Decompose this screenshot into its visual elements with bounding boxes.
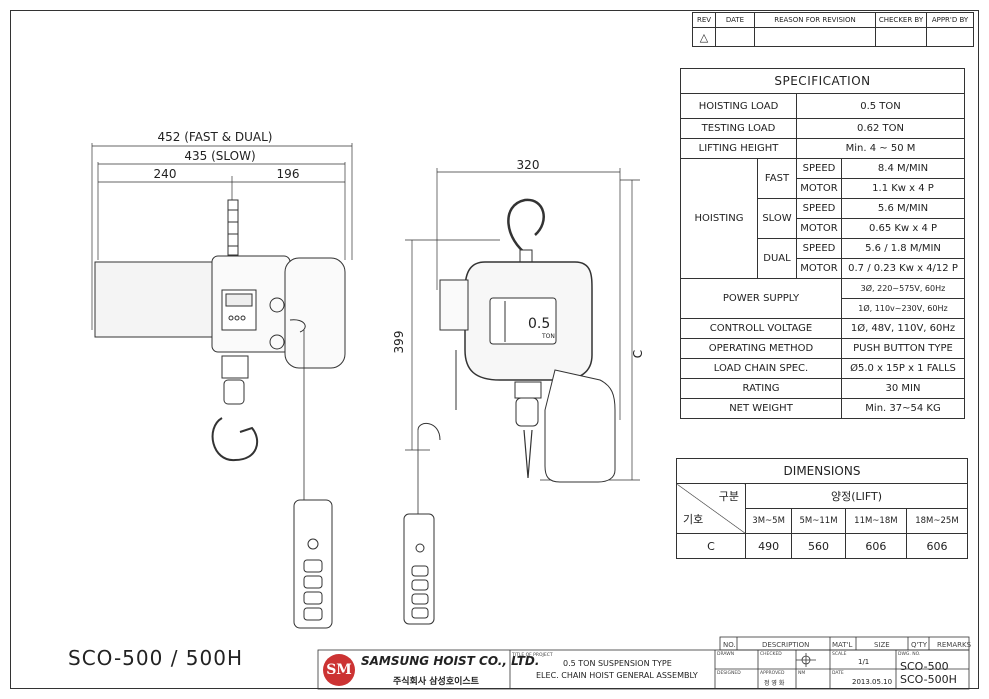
logo-mark: SM bbox=[323, 654, 355, 686]
scale-value: 1/1 bbox=[858, 658, 870, 666]
dwg-number-1: SCO-500 bbox=[900, 660, 949, 673]
date-value: 2013.05.10 bbox=[852, 678, 893, 686]
header-bottom-label: 기호 bbox=[683, 513, 704, 526]
dwg-label: DWG. NO. bbox=[898, 652, 921, 657]
dimension-value: 606 bbox=[905, 533, 969, 559]
scale-label: SCALE bbox=[832, 652, 847, 657]
approver-name: 정 영 화 bbox=[764, 680, 785, 687]
bom-description-header: DESCRIPTION bbox=[762, 641, 810, 649]
hoisting-label: HOISTING bbox=[680, 158, 758, 279]
dimension-value: 560 bbox=[791, 533, 846, 559]
model-name: SCO-500 / 500H bbox=[68, 646, 244, 670]
drawn-label: DRAWN bbox=[717, 652, 735, 657]
dim-right: 196 bbox=[277, 167, 300, 181]
operating-method-value: PUSH BUTTON TYPE bbox=[841, 338, 965, 359]
net-weight-label: NET WEIGHT bbox=[680, 398, 842, 419]
dim-height: 399 bbox=[392, 331, 406, 354]
power-supply-3phase: 3Ø, 220~575V, 60Hz bbox=[841, 278, 965, 299]
spec-title: SPECIFICATION bbox=[680, 68, 965, 94]
net-weight-value: Min. 37~54 KG bbox=[841, 398, 965, 419]
designed-label: DESIGNED bbox=[717, 671, 741, 676]
rev-triangle-icon: △ bbox=[692, 27, 716, 47]
dimensions-table: DIMENSIONS 구분 기호 양정(LIFT) 3M~5M 5M~11M 1… bbox=[676, 458, 969, 559]
approved-label: APPROVED bbox=[760, 671, 785, 676]
plate-unit: TON bbox=[541, 333, 555, 340]
project-label: TITLE OF PROJECT bbox=[512, 653, 553, 658]
header-top-label: 구분 bbox=[718, 490, 739, 503]
column-header: 5M~11M bbox=[791, 508, 846, 534]
drawing-sheet bbox=[10, 10, 979, 689]
dim-width: 320 bbox=[517, 158, 540, 172]
column-header: 3M~5M bbox=[744, 508, 793, 534]
header-corner: 구분 기호 bbox=[676, 483, 746, 534]
dimensions-title: DIMENSIONS bbox=[676, 458, 968, 484]
company-name-kr: 주식회사 삼성호이스트 bbox=[393, 677, 479, 687]
revision-block: REV DATE REASON FOR REVISION CHECKER BY … bbox=[692, 12, 974, 47]
side-hoist-body bbox=[403, 198, 616, 625]
dimension-value: 606 bbox=[844, 533, 907, 559]
lift-label: 양정(LIFT) bbox=[745, 483, 968, 509]
row-label: C bbox=[676, 533, 746, 559]
company-name-en: SAMSUNG HOIST CO., LTD. bbox=[361, 654, 540, 668]
plate-load: 0.5 bbox=[528, 316, 550, 332]
dim-slow: 435 (SLOW) bbox=[184, 149, 255, 163]
date-label: DATE bbox=[832, 671, 844, 676]
front-hoist-body bbox=[94, 199, 346, 629]
fast-label: FAST bbox=[757, 158, 797, 199]
dwg-number-2: SCO-500H bbox=[900, 673, 957, 686]
bom-qty-header: Q'TY bbox=[911, 641, 927, 649]
project-line2: ELEC. CHAIN HOIST GENERAL ASSEMBLY bbox=[536, 671, 698, 680]
column-header: 18M~25M bbox=[905, 508, 969, 534]
power-supply-label: POWER SUPPLY bbox=[680, 278, 842, 319]
bom-no-header: NO. bbox=[723, 641, 736, 649]
dim-c: C bbox=[631, 350, 645, 358]
bom-material-header: MAT'L bbox=[832, 641, 853, 649]
dimension-value: 490 bbox=[744, 533, 793, 559]
dim-overall: 452 (FAST & DUAL) bbox=[158, 130, 273, 144]
checked-label: CHECKED bbox=[760, 652, 782, 657]
project-line1: 0.5 TON SUSPENSION TYPE bbox=[563, 659, 672, 668]
company-logo: SM SAMSUNG HOIST CO., LTD. 주식회사 삼성호이스트 bbox=[323, 652, 539, 690]
nm-label: NM bbox=[798, 671, 806, 676]
slow-label: SLOW bbox=[757, 198, 797, 239]
bom-remarks-header: REMARKS bbox=[937, 641, 972, 649]
bom-size-header: SIZE bbox=[874, 641, 890, 649]
dim-left: 240 bbox=[154, 167, 177, 181]
